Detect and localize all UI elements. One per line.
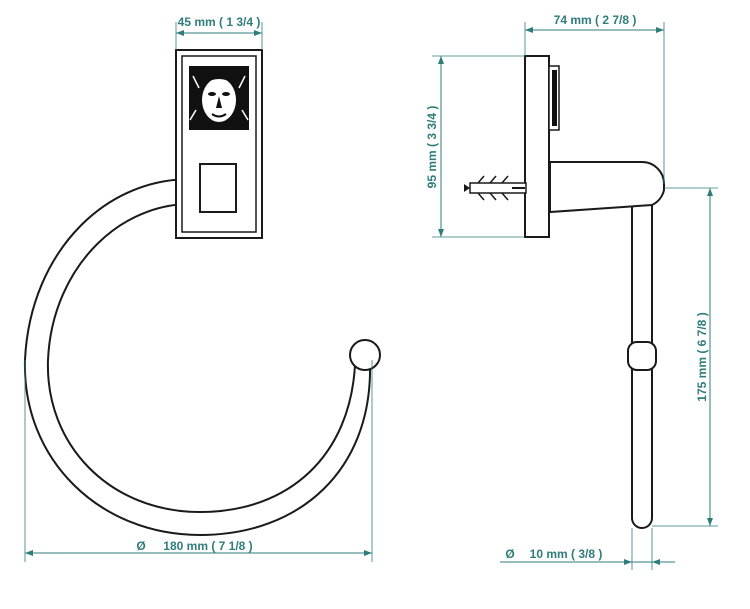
wall-anchor-icon bbox=[464, 175, 527, 201]
dim-diameter-symbol: Ø bbox=[136, 539, 145, 553]
side-view: 74 mm ( 2 7/8 ) 95 mm ( 3 3/4 ) 175 mm (… bbox=[425, 13, 718, 570]
side-arm bbox=[549, 161, 665, 214]
dim-label-ring-diameter: 180 mm ( 7 1/8 ) bbox=[163, 539, 252, 553]
ring-end-cap bbox=[349, 339, 381, 371]
dim-label-ring-height: 175 mm ( 6 7/8 ) bbox=[695, 312, 709, 401]
dim-plate-width: 45 mm ( 1 3/4 ) bbox=[175, 15, 263, 50]
dim-label-plate-width: 45 mm ( 1 3/4 ) bbox=[178, 15, 261, 29]
front-view: 45 mm ( 1 3/4 ) Ø 180 mm ( 7 1/8 ) bbox=[23, 15, 381, 562]
dim-depth: 74 mm ( 2 7/8 ) bbox=[524, 13, 665, 184]
back-plate-side bbox=[524, 55, 550, 238]
emblem-relief-side bbox=[548, 65, 560, 131]
dim-ring-height: 175 mm ( 6 7/8 ) bbox=[652, 187, 718, 527]
mount-block bbox=[199, 163, 237, 213]
dim-label-plate-height: 95 mm ( 3 3/4 ) bbox=[425, 106, 439, 189]
towel-ring-side bbox=[627, 175, 657, 529]
dim-ring-diameter: Ø 180 mm ( 7 1/8 ) bbox=[24, 360, 373, 562]
lion-head-emblem-icon bbox=[189, 66, 249, 130]
dim-plate-height: 95 mm ( 3 3/4 ) bbox=[425, 55, 525, 238]
dim-label-depth: 74 mm ( 2 7/8 ) bbox=[554, 13, 637, 27]
dim-rod-diameter-symbol: Ø bbox=[505, 547, 514, 561]
dim-label-rod-diameter: 10 mm ( 3/8 ) bbox=[530, 547, 603, 561]
towel-ring-front bbox=[23, 178, 381, 537]
dim-rod-diameter: Ø 10 mm ( 3/8 ) bbox=[500, 528, 675, 570]
